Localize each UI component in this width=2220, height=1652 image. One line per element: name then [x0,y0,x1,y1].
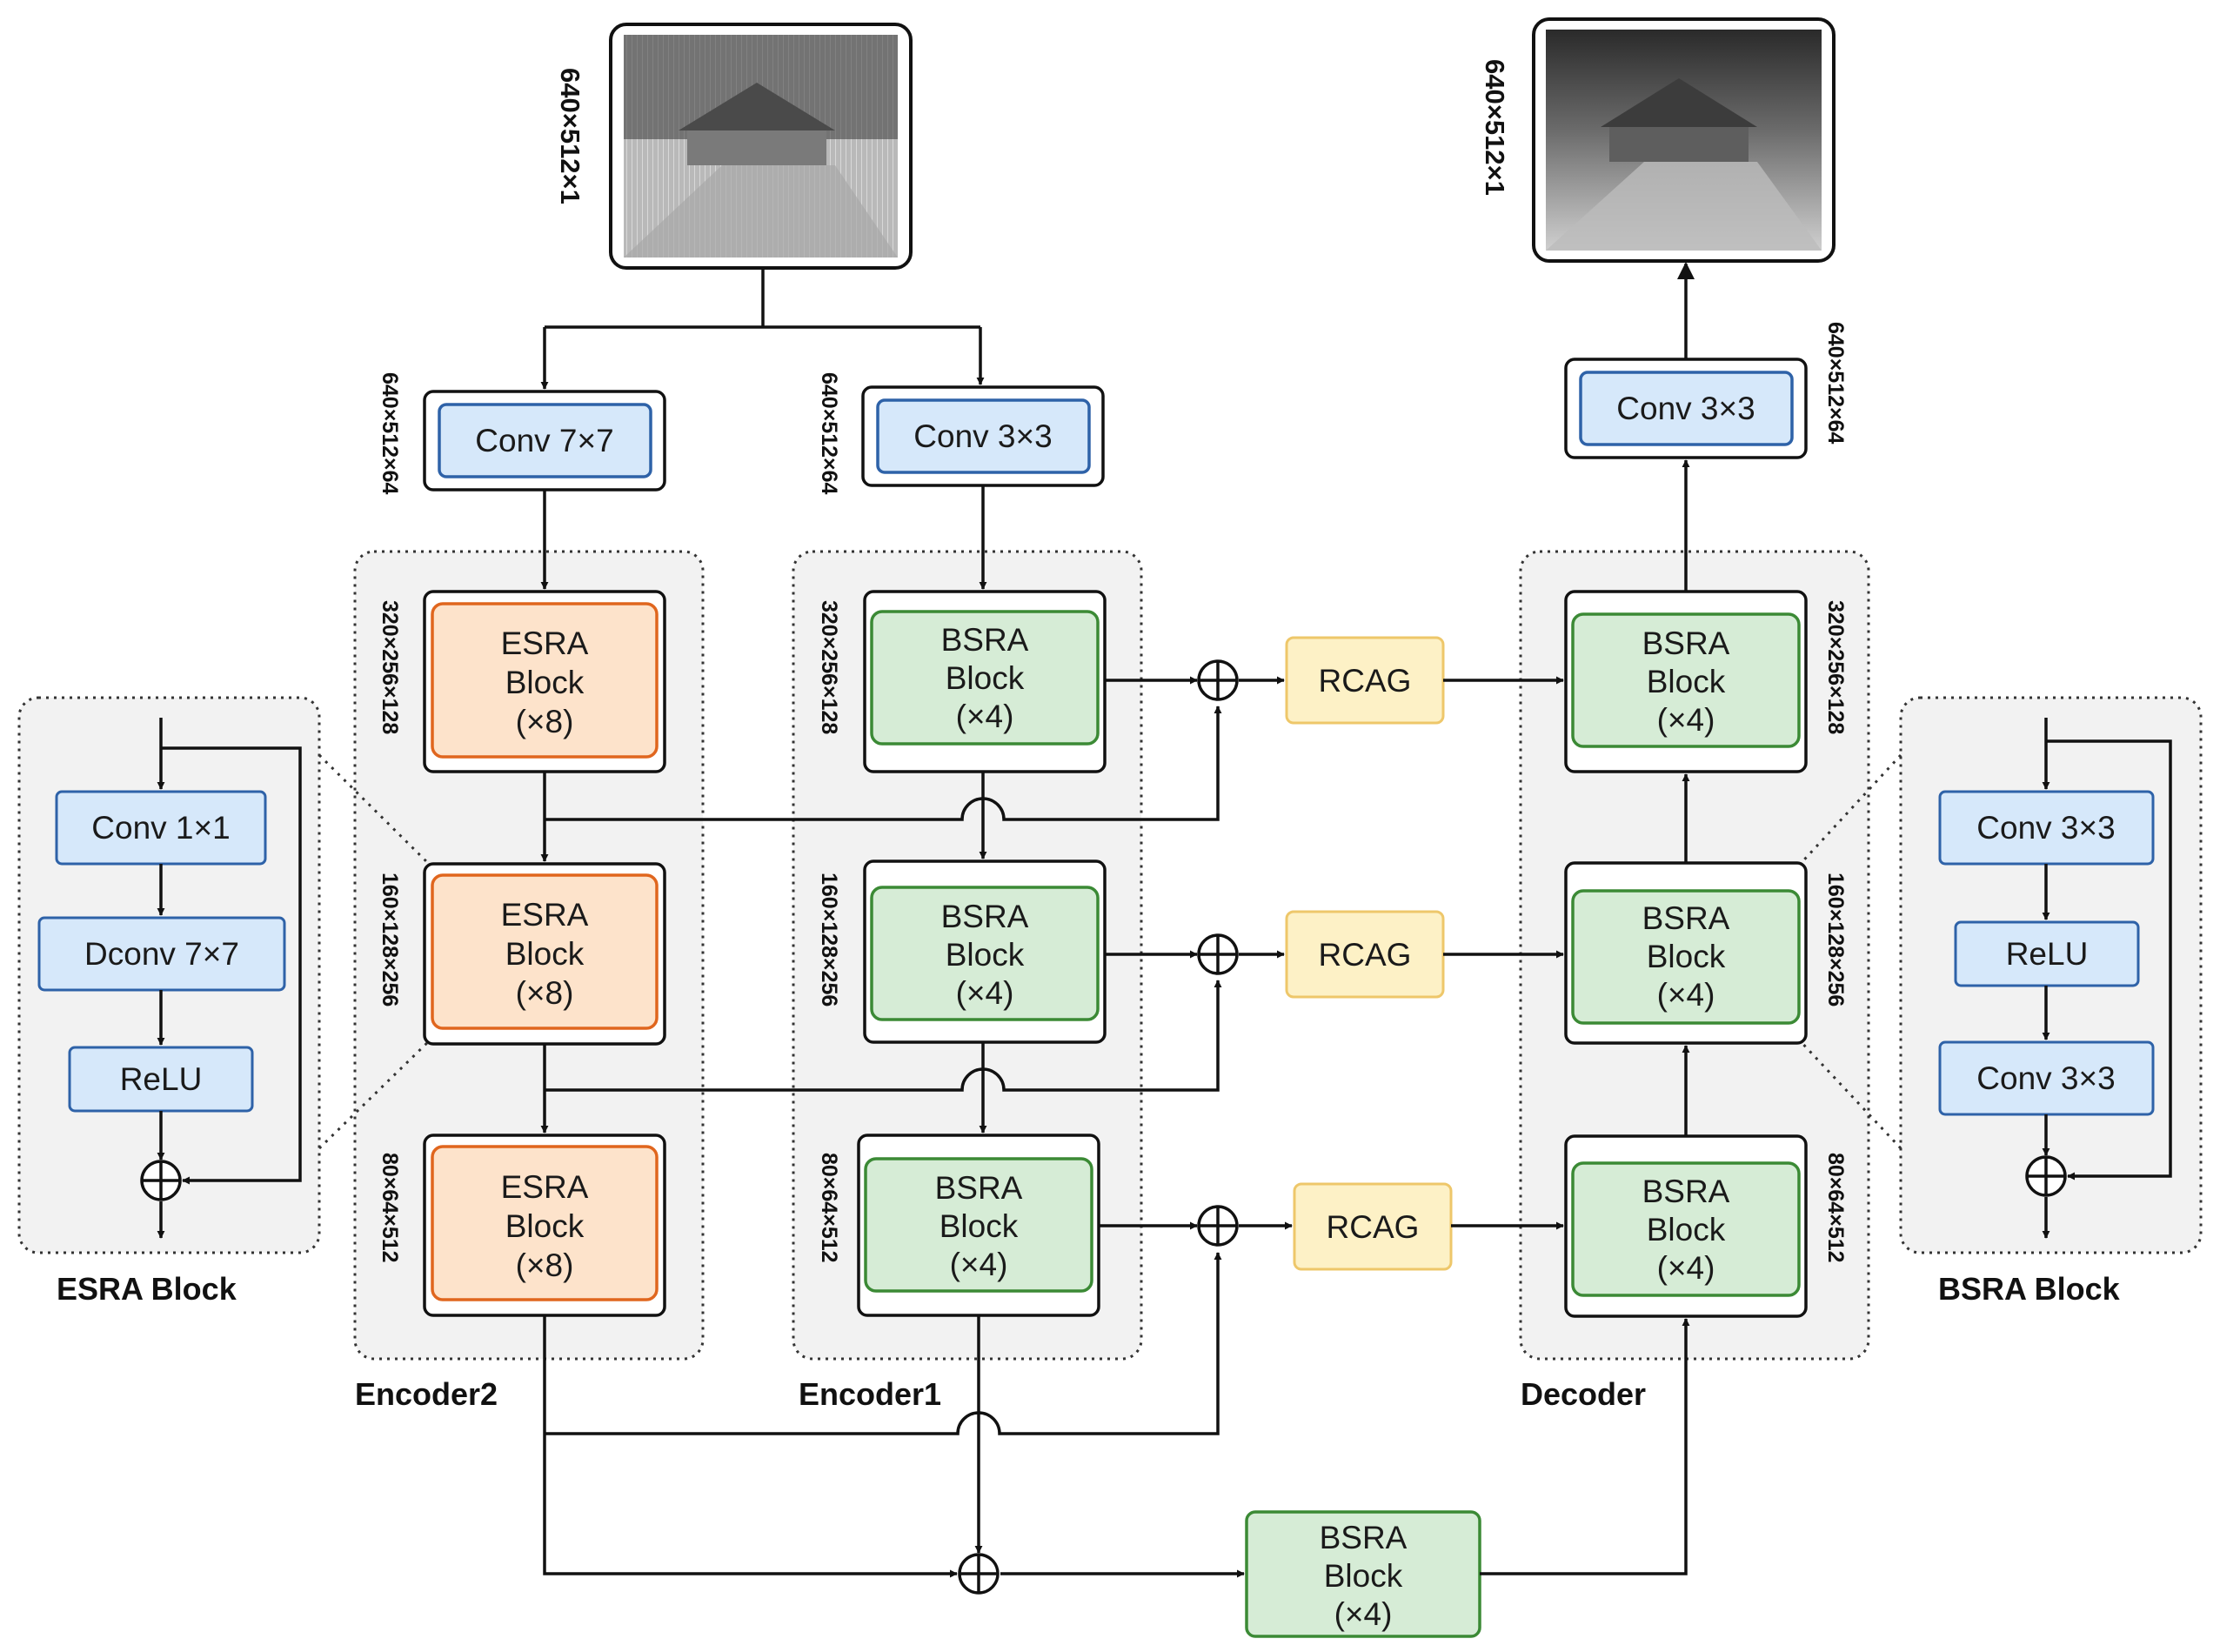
rcag-3: RCAG [1293,1182,1453,1271]
stage-label-line2: Block [505,1208,585,1244]
stage-label-line3: (×4) [950,1247,1008,1282]
esra-zoom-line-top [318,753,437,872]
bsra-layer-label: ReLU [2006,936,2089,972]
esra-layer-label: Conv 1×1 [91,810,230,846]
bsra-layer-label: Conv 3×3 [1976,1060,2115,1096]
stage-label-line1: ESRA [501,625,589,661]
bottleneck-bsra-block: BSRA Block (×4) [1245,1510,1481,1638]
decoder-stage-2: BSRA Block (×4) [1564,861,1808,1045]
sum-node-bottleneck [958,1553,1000,1595]
encoder2-stage-2: ESRA Block (×8) [423,862,666,1046]
decoder-stage-1-dim: 320×256×128 [1823,600,1848,734]
stage-label-line1: BSRA [935,1170,1023,1206]
stage-label-line2: Block [1647,664,1726,699]
stage-label-line2: Block [939,1208,1019,1244]
stage-label-line1: BSRA [1642,625,1730,661]
sum-node-1 [1197,659,1239,701]
stage-label-line2: Block [946,660,1025,696]
stage-label-line2: Block [505,936,585,972]
encoder1-stage-1-dim: 320×256×128 [817,600,841,734]
encoder1-stage-1: BSRA Block (×4) [863,590,1107,773]
encoder2-stage-1-dim: 320×256×128 [378,600,402,734]
esra-layer-label: ReLU [120,1061,203,1097]
esra-detail-dconv7x7: Dconv 7×7 [37,916,286,992]
encoder1-stage-2-dim: 160×128×256 [817,873,841,1007]
rcag-label: RCAG [1327,1209,1420,1245]
stage-label-line3: (×4) [1657,702,1715,738]
input-dim-label: 640×512×1 [555,68,585,204]
stage-label-line3: (×8) [516,1247,574,1283]
encoder1-label: Encoder1 [799,1376,941,1412]
decoder-label: Decoder [1521,1376,1646,1412]
stage-label-line3: (×8) [516,704,574,739]
sum-node-2 [1197,933,1239,975]
decoder-conv-label: Conv 3×3 [1616,391,1755,426]
stage-label-line2: Block [1647,939,1726,974]
encoder2-conv: Conv 7×7 [423,390,666,492]
bottleneck-label-line3: (×4) [1334,1596,1393,1632]
esra-detail-relu: ReLU [68,1046,254,1113]
connections [157,262,2172,1578]
rcag-1: RCAG [1285,636,1445,725]
encoder1-stage-3-dim: 80×64×512 [817,1153,841,1263]
stage-label-line3: (×4) [956,975,1014,1011]
decoder-stage-1: BSRA Block (×4) [1564,590,1808,773]
stage-label-line1: BSRA [1642,900,1730,936]
stage-label-line3: (×4) [956,699,1014,734]
stage-label-line2: Block [505,665,585,700]
encoder1-stage-3: BSRA Block (×4) [857,1134,1100,1317]
esra-detail-conv1x1: Conv 1×1 [55,790,267,866]
stage-label-line1: BSRA [941,899,1029,934]
stage-label-line3: (×4) [1657,977,1715,1013]
encoder2-stage-3: ESRA Block (×8) [423,1134,666,1317]
encoder2-conv-dim: 640×512×64 [378,372,402,495]
decoder-stage-3-dim: 80×64×512 [1823,1153,1848,1263]
decoder-stage-2-dim: 160×128×256 [1823,873,1848,1007]
stage-label-line1: ESRA [501,1169,589,1205]
bottleneck-label-line2: Block [1324,1558,1403,1594]
encoder2-conv-label: Conv 7×7 [475,423,613,458]
decoder-conv-dim: 640×512×64 [1823,322,1848,445]
output-dim-label: 640×512×1 [1480,59,1510,196]
stage-label-line1: BSRA [941,622,1029,658]
sum-node-3 [1197,1205,1239,1247]
encoder2-stage-3-dim: 80×64×512 [378,1153,402,1263]
stage-label-line3: (×8) [516,975,574,1011]
decoder-conv: Conv 3×3 [1564,358,1808,459]
bottleneck-label-line1: BSRA [1320,1520,1408,1555]
stage-label-line3: (×4) [1657,1250,1715,1286]
stage-label-line2: Block [946,937,1025,973]
esra-zoom-line-bottom [318,1033,437,1150]
rcag-label: RCAG [1319,663,1412,699]
esra-detail-title: ESRA Block [57,1271,237,1307]
encoder2-stage-2-dim: 160×128×256 [378,873,402,1007]
bsra-detail-relu: ReLU [1954,920,2140,987]
rcag-label: RCAG [1319,937,1412,973]
rcag-2: RCAG [1285,910,1445,999]
encoder2-stage-1: ESRA Block (×8) [423,590,666,773]
bsra-detail-conv3x3-a: Conv 3×3 [1938,790,2155,866]
stage-label-line1: ESRA [501,897,589,933]
encoder1-conv-label: Conv 3×3 [913,418,1052,454]
stage-label-line1: BSRA [1642,1174,1730,1209]
bsra-detail-title: BSRA Block [1938,1271,2121,1307]
output-image [1532,17,1836,263]
encoder1-conv: Conv 3×3 [861,385,1105,487]
bsra-detail-sum-node [2025,1155,2067,1197]
encoder2-label: Encoder2 [355,1376,498,1412]
encoder1-conv-dim: 640×512×64 [817,372,841,495]
esra-detail-sum-node [140,1160,182,1201]
decoder-stage-3: BSRA Block (×4) [1564,1134,1808,1318]
stage-label-line2: Block [1647,1212,1726,1247]
bsra-detail-conv3x3-b: Conv 3×3 [1938,1040,2155,1116]
encoder1-stage-2: BSRA Block (×4) [863,859,1107,1044]
esra-layer-label: Dconv 7×7 [84,936,239,972]
input-image [609,23,913,270]
bsra-layer-label: Conv 3×3 [1976,810,2115,846]
